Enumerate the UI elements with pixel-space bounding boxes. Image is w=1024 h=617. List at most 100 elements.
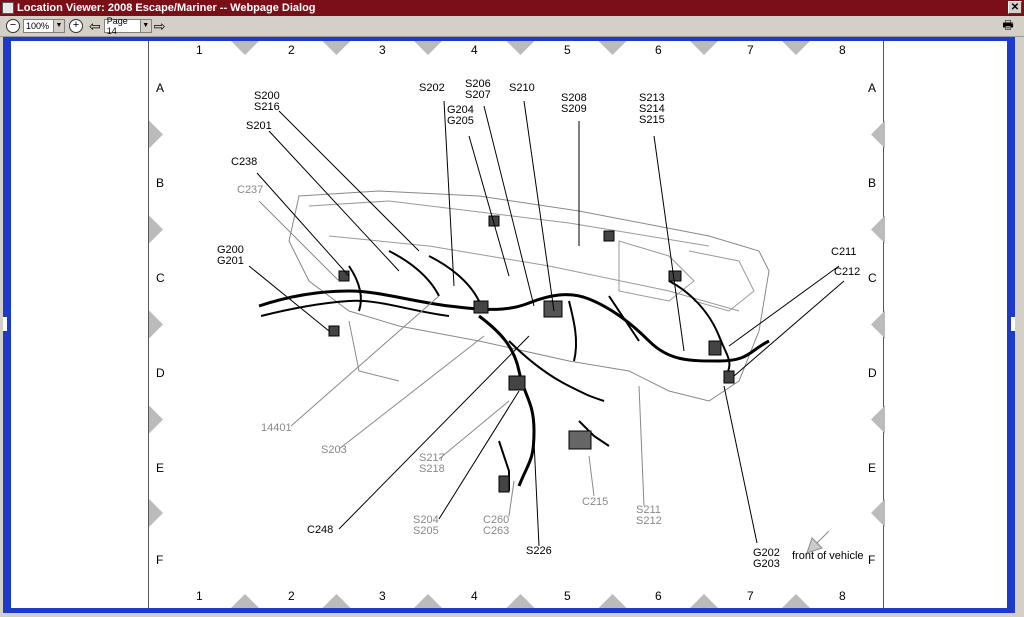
previous-page-button[interactable]: ⇦ (89, 18, 101, 34)
grid-tab-top (231, 41, 259, 55)
callout-c211: C211 (831, 246, 856, 258)
callout-c212: C212 (834, 266, 860, 278)
chevron-down-icon: ▼ (139, 20, 151, 32)
callout-line: G204 (447, 104, 474, 116)
callout-line: G200 (217, 244, 244, 256)
callout-line: S213 (639, 92, 665, 104)
grid-column-6-top: 6 (655, 43, 662, 57)
grid-column-5-bottom: 5 (564, 589, 571, 603)
callout-line: S205 (413, 525, 439, 537)
grid-column-5-top: 5 (564, 43, 571, 57)
grid-row-B-left: B (156, 176, 165, 190)
grid-column-1-top: 1 (196, 43, 203, 57)
grid-column-2-top: 2 (288, 43, 295, 57)
callout-c215: C215 (582, 496, 608, 508)
callout-line: C237 (237, 184, 263, 196)
callout-line: G201 (217, 255, 244, 267)
callout-line: S209 (561, 103, 587, 115)
zoom-select[interactable]: 100% ▼ (23, 19, 65, 33)
callout-s203: S203 (321, 444, 347, 456)
callout-line: S204 (413, 514, 439, 526)
grid-row-A-left: A (156, 81, 165, 95)
grid-tab-top (598, 41, 627, 55)
callout-line: C248 (307, 524, 333, 536)
app-icon (2, 2, 14, 14)
callout-c248: C248 (307, 524, 333, 536)
grid-tab-top (506, 41, 535, 55)
grid-tab-left (149, 310, 163, 339)
grid-tab-right (871, 405, 885, 434)
grid-column-7-bottom: 7 (747, 589, 754, 603)
callout-line: C215 (582, 496, 608, 508)
callout-s210: S210 (509, 82, 535, 94)
callout-line: C211 (831, 246, 856, 258)
grid-column-8-top: 8 (839, 43, 846, 57)
grid-column-3-bottom: 3 (379, 589, 386, 603)
grid-row-C-right: C (868, 271, 877, 285)
grid-column-4-bottom: 4 (471, 589, 478, 603)
callout-line: S203 (321, 444, 347, 456)
callout-front-of-vehicle: front of vehicle (792, 550, 864, 562)
grid-column-7-top: 7 (747, 43, 754, 57)
grid-tab-top (322, 41, 351, 55)
grid-row-B-right: B (868, 176, 877, 190)
grid-column-1-bottom: 1 (196, 589, 203, 603)
grid-tab-bottom (506, 594, 535, 608)
callout-line: S210 (509, 82, 535, 94)
grid-tab-left (149, 215, 163, 244)
grid-column-8-bottom: 8 (839, 589, 846, 603)
grid-column-3-top: 3 (379, 43, 386, 57)
window-title-bar: Location Viewer: 2008 Escape/Mariner -- … (0, 0, 1024, 16)
left-resize-handle[interactable] (3, 317, 7, 331)
grid-tab-bottom (690, 594, 718, 608)
callout-line: front of vehicle (792, 550, 864, 562)
callout-line: G203 (753, 558, 780, 570)
callout-line: S214 (639, 103, 665, 115)
grid-row-A-right: A (868, 81, 877, 95)
callout-line: S218 (419, 463, 445, 475)
grid-tab-bottom (414, 594, 442, 608)
zoom-out-button[interactable]: − (6, 19, 20, 33)
close-button[interactable]: ✕ (1008, 1, 1022, 14)
page-select[interactable]: Page 14 ▼ (103, 16, 152, 36)
zoom-in-button[interactable]: + (69, 19, 83, 33)
grid-column-6-bottom: 6 (655, 589, 662, 603)
grid-tab-left (149, 499, 163, 527)
callout-line: S217 (419, 452, 445, 464)
grid-tab-right (871, 215, 885, 244)
callout-s202: S202 (419, 82, 445, 94)
right-resize-handle[interactable] (1011, 317, 1015, 331)
callout-s201: S201 (246, 120, 272, 132)
next-page-button[interactable]: ⇨ (153, 18, 166, 34)
grid-row-C-left: C (156, 271, 165, 285)
grid-tab-top (690, 41, 718, 55)
callout-line: S212 (636, 515, 662, 527)
grid-tab-left (149, 120, 163, 149)
callout-line: G202 (753, 547, 780, 559)
grid-column-2-bottom: 2 (288, 589, 295, 603)
grid-column-4-top: 4 (471, 43, 478, 57)
callout-line: S226 (526, 545, 552, 557)
print-button[interactable]: 🖶 (1002, 18, 1014, 32)
callout-c237: C237 (237, 184, 263, 196)
grid-tab-right (871, 120, 885, 149)
callout-line: S201 (246, 120, 272, 132)
callout-line: S207 (465, 89, 491, 101)
zoom-value: 100% (26, 21, 50, 31)
grid-tab-right (871, 499, 885, 527)
callout-c238: C238 (231, 156, 257, 168)
callout-line: 14401 (261, 422, 292, 434)
callout-s226: S226 (526, 545, 552, 557)
callout-line: C260 (483, 514, 509, 526)
